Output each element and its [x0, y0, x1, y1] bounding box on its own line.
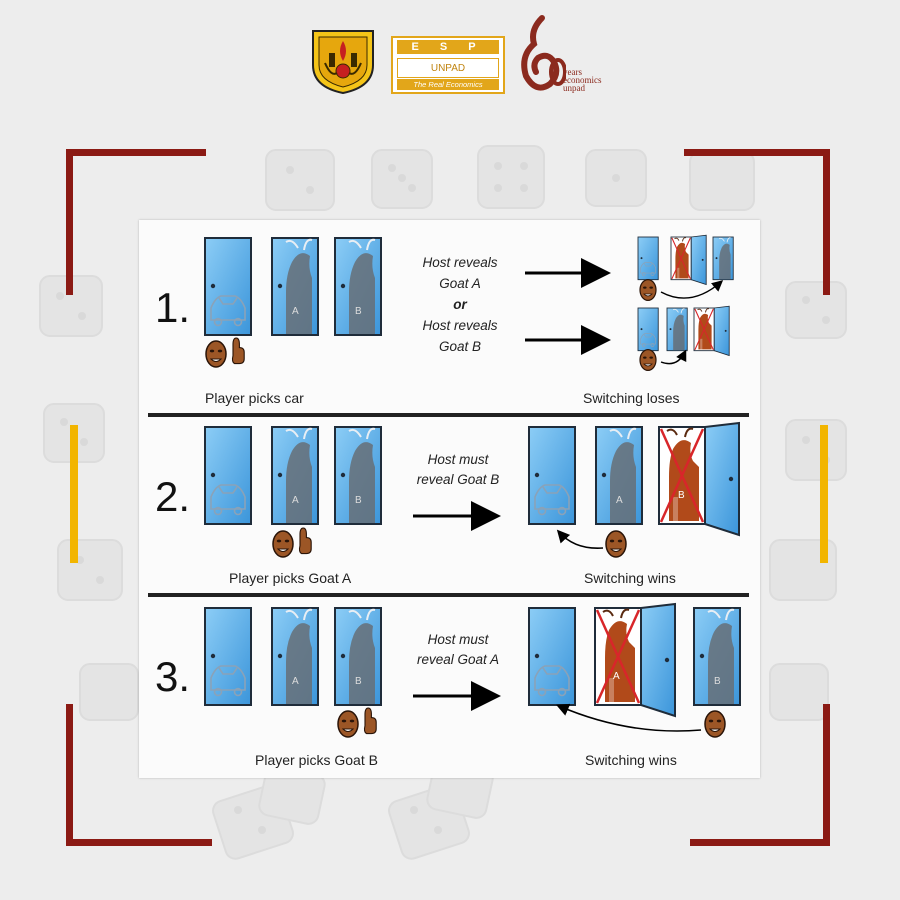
anniversary-line-years: years: [563, 67, 582, 77]
s1-goat-a-label: A: [292, 306, 299, 317]
anniversary-logo-text: years economics unpad: [563, 67, 603, 93]
scenario-2-result-caption: Switching wins: [584, 570, 676, 586]
diagram-artwork: [204, 234, 741, 738]
scenario-1-player-caption: Player picks car: [205, 390, 304, 406]
scenario-1-doors: [204, 237, 382, 336]
header-logos: E S P UNPAD The Real Economics years eco…: [0, 0, 900, 110]
anniversary-logo-icon: [521, 15, 566, 91]
scenario-1-host-or: or: [453, 297, 467, 312]
s2-goat-a-label: A: [292, 495, 299, 506]
scenario-1-result-caption: Switching loses: [583, 390, 680, 406]
esp-logo-title: E S P: [397, 40, 499, 54]
s3-goat-a-label: A: [292, 676, 299, 687]
scenario-2-host-line-1: Host must: [427, 452, 489, 467]
scenario-1-host-line-2: Goat A: [439, 276, 481, 291]
scenario-1-arrows: [525, 258, 611, 355]
s3-result-goat-a-label: A: [613, 671, 620, 682]
university-crest-icon: [312, 30, 374, 95]
scenario-2-host-line-2: reveal Goat B: [416, 472, 500, 487]
scenario-2-player-caption: Player picks Goat A: [229, 570, 352, 586]
s3-result-goat-b-label: B: [714, 676, 721, 687]
s2-result-goat-a-label: A: [616, 495, 623, 506]
scenario-1-result-a: [637, 234, 734, 301]
anniversary-line-economics: economics: [563, 75, 602, 85]
scenario-3-result: [528, 603, 741, 738]
scenario-2-result: [528, 422, 740, 558]
s3-goat-b-label: B: [355, 676, 362, 687]
s1-goat-b-label: B: [355, 306, 362, 317]
scenario-2-doors: [204, 426, 382, 525]
scenario-3-player: [337, 707, 377, 738]
scenario-1-host-line-4: Goat B: [438, 339, 482, 354]
s2-result-goat-b-label: B: [678, 490, 685, 501]
scenario-2-number: 2.: [155, 473, 191, 520]
scenario-divider-2: [148, 593, 749, 597]
scenario-1-host-line-3: Host reveals: [422, 318, 498, 333]
scenario-divider-1: [148, 413, 749, 417]
scenario-2-player: [272, 527, 312, 558]
scenario-1-host-line-1: Host reveals: [422, 255, 498, 270]
scenario-3-result-caption: Switching wins: [585, 752, 677, 768]
scenario-3-player-caption: Player picks Goat B: [255, 752, 378, 768]
scenario-3-host-line-1: Host must: [427, 632, 489, 647]
esp-logo-tagline: The Real Economics: [397, 79, 499, 90]
esp-logo: E S P UNPAD The Real Economics: [391, 36, 505, 94]
esp-logo-subtitle: UNPAD: [397, 58, 499, 78]
scenario-3-host-line-2: reveal Goat A: [416, 652, 500, 667]
s2-goat-b-label: B: [355, 495, 362, 506]
monty-hall-diagram: A B A B A B A B A B 1. Host reveals Goat…: [139, 220, 760, 778]
anniversary-line-unpad: unpad: [563, 83, 585, 93]
scenario-3-doors: [204, 607, 382, 706]
scenario-1-result-b: [637, 305, 730, 371]
scenario-3-number: 3.: [155, 653, 191, 700]
scenario-1-number: 1.: [155, 284, 191, 331]
scenario-1-player: [205, 337, 245, 368]
